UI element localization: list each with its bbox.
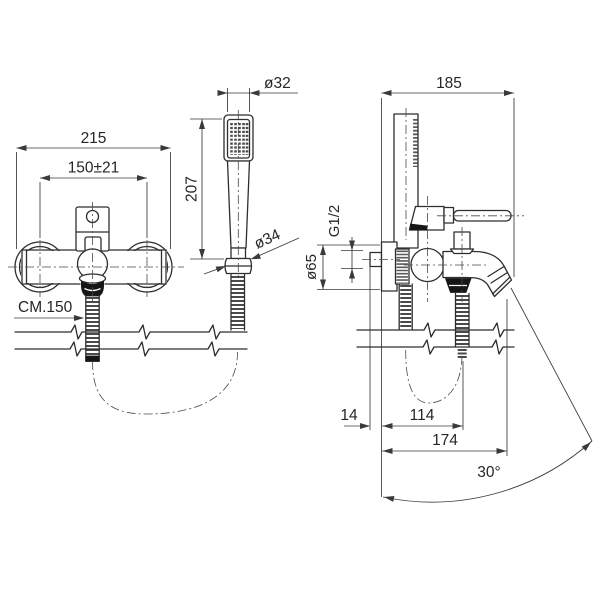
dim-connection-centers: 150±21	[39, 160, 148, 238]
dim-overall-width: 215	[16, 130, 171, 249]
dim-wall-clearance: 14	[340, 407, 370, 429]
shower-hose-front	[230, 273, 246, 331]
dim-thread-size-label: G1/2	[326, 205, 343, 238]
dim-overall-width-label: 215	[81, 130, 107, 147]
dim-wall-clearance-label: 14	[340, 407, 358, 424]
dim-handset-length: 207	[184, 118, 224, 260]
dim-spout-reach: 174	[382, 299, 508, 456]
spout	[442, 250, 513, 298]
dim-head-diameter: ø32	[217, 75, 298, 112]
dim-nut-diameter-label: ø34	[252, 226, 284, 253]
dim-flange-diameter-label: ø65	[303, 254, 320, 280]
dim-hose-offset-label: 114	[410, 407, 435, 424]
dim-hose-length-label: CM.150	[18, 299, 73, 316]
hose-routing-loop-right	[405, 349, 463, 404]
centerlines-front	[8, 110, 239, 303]
mixer-side-view	[369, 98, 513, 497]
dim-thread-size: G1/2	[326, 205, 363, 283]
hand-shower-front	[223, 114, 254, 331]
dim-spout-angle: 30°	[382, 287, 594, 503]
dim-handset-length-label: 207	[184, 176, 201, 202]
dim-hose-length: CM.150	[14, 299, 84, 321]
dim-overall-depth: 185	[381, 75, 515, 277]
holder-hose-side	[398, 283, 413, 330]
diverter-hose-side	[454, 292, 470, 359]
wall-break-lines-left	[14, 324, 248, 357]
mixer-front-view	[14, 206, 173, 362]
dim-overall-depth-label: 185	[436, 75, 462, 92]
dim-spout-angle-label: 30°	[477, 464, 500, 481]
wall-break-lines-right	[356, 322, 515, 355]
hose-routing-loop-left	[92, 351, 238, 415]
mixer-hose-front	[85, 295, 100, 362]
centerlines-side	[362, 108, 524, 302]
dim-head-diameter-label: ø32	[264, 75, 291, 92]
dim-hose-offset: 114	[382, 361, 464, 430]
dim-spout-reach-label: 174	[432, 432, 458, 449]
spray-face-grid	[230, 123, 249, 155]
dim-flange-diameter: ø65	[303, 244, 380, 290]
dim-connection-centers-label: 150±21	[68, 160, 120, 177]
